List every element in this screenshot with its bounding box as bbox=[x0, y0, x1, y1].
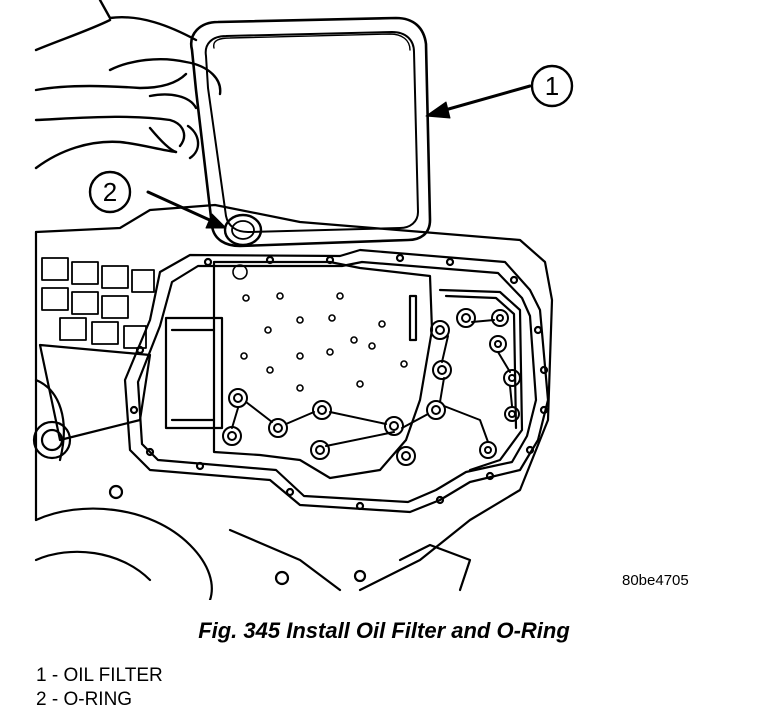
o-ring bbox=[223, 213, 263, 247]
callout-2-arrow bbox=[146, 190, 216, 224]
figure-caption: Fig. 345 Install Oil Filter and O-Ring bbox=[198, 618, 570, 643]
callout-1-arrowhead bbox=[425, 101, 451, 119]
oil-filter bbox=[189, 16, 432, 248]
callout-1-number: 1 bbox=[545, 71, 559, 101]
legend-label: OIL FILTER bbox=[63, 665, 163, 686]
callout-1-arrow bbox=[436, 84, 532, 114]
legend-number: 1 bbox=[36, 665, 47, 686]
legend-separator: - bbox=[46, 689, 64, 710]
image-code: 80be4705 bbox=[622, 572, 689, 589]
callout-1-circle bbox=[530, 64, 574, 108]
legend-item: 2 - O-RING bbox=[36, 688, 163, 712]
legend-item: 1 - OIL FILTER bbox=[36, 664, 163, 688]
hand bbox=[34, 0, 222, 170]
legend-label: O-RING bbox=[63, 689, 133, 710]
callout-2-number: 2 bbox=[103, 177, 117, 207]
callout-2-circle bbox=[88, 170, 132, 214]
transmission-case bbox=[32, 203, 554, 600]
transmission-valve-body-illustration: 1 2 bbox=[32, 0, 574, 600]
legend-number: 2 bbox=[36, 689, 47, 710]
legend: 1 - OIL FILTER 2 - O-RING bbox=[36, 664, 163, 712]
oil-pan-rail bbox=[123, 248, 550, 514]
legend-separator: - bbox=[46, 665, 64, 686]
callout-2-arrowhead bbox=[205, 213, 227, 229]
valve-body-plate bbox=[164, 260, 524, 480]
